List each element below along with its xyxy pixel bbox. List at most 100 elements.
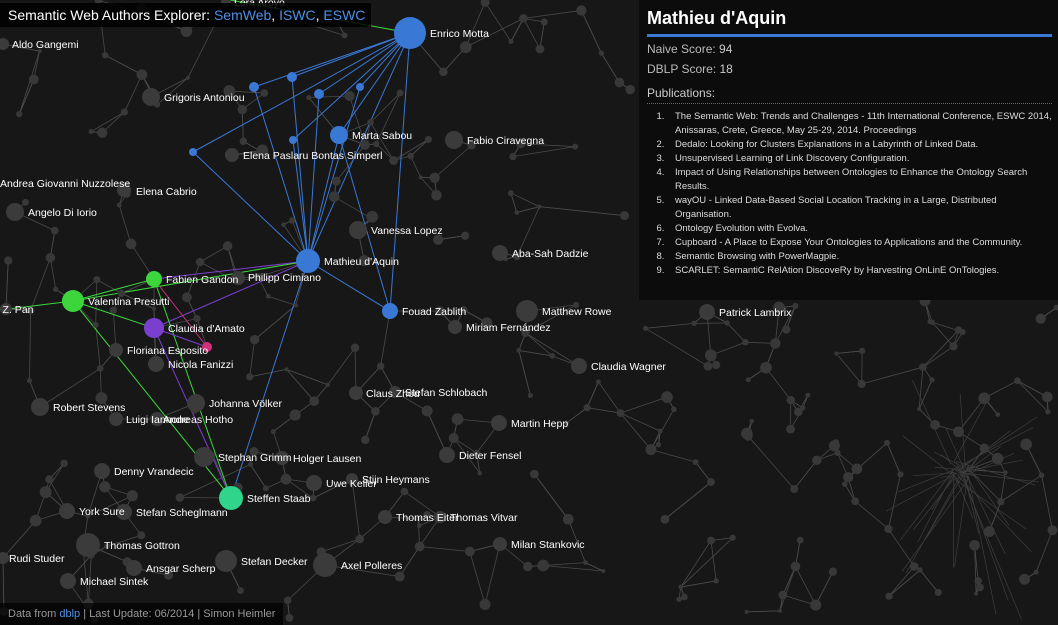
background-node[interactable]: [309, 494, 317, 502]
background-node[interactable]: [929, 377, 935, 383]
author-node-hotho[interactable]: [150, 412, 164, 426]
author-label-sure[interactable]: York Sure: [79, 506, 125, 518]
background-node[interactable]: [358, 255, 370, 267]
author-node-pan[interactable]: [0, 303, 12, 315]
background-node[interactable]: [793, 407, 803, 417]
background-node[interactable]: [467, 141, 476, 150]
background-node[interactable]: [120, 108, 129, 116]
iswc-link[interactable]: ISWC: [279, 7, 316, 23]
background-node[interactable]: [671, 406, 677, 413]
background-node[interactable]: [786, 424, 795, 434]
background-node[interactable]: [355, 534, 365, 544]
background-node[interactable]: [85, 513, 91, 519]
author-node-cimiano[interactable]: [231, 271, 245, 285]
background-node[interactable]: [773, 301, 785, 314]
background-node[interactable]: [681, 593, 688, 601]
background-node[interactable]: [805, 392, 811, 398]
author-label-cimiano[interactable]: Philipp Cimiano: [248, 272, 321, 284]
background-node[interactable]: [927, 319, 933, 325]
background-node[interactable]: [540, 18, 548, 26]
background-node[interactable]: [421, 405, 433, 417]
background-node[interactable]: [949, 342, 958, 351]
background-node[interactable]: [151, 306, 157, 311]
background-node[interactable]: [288, 217, 296, 224]
background-node[interactable]: [583, 560, 588, 566]
background-node[interactable]: [974, 591, 979, 596]
background-node[interactable]: [930, 419, 940, 430]
author-label-iannone[interactable]: Luigi Iannone: [126, 414, 189, 426]
background-node[interactable]: [564, 420, 570, 426]
background-node[interactable]: [394, 571, 405, 582]
background-node[interactable]: [479, 598, 491, 610]
background-node[interactable]: [136, 69, 148, 81]
author-node-vrandecic[interactable]: [94, 463, 110, 479]
background-node[interactable]: [50, 226, 59, 235]
background-node[interactable]: [237, 104, 247, 115]
author-node-scherp[interactable]: [126, 560, 142, 576]
author-node-volker[interactable]: [187, 394, 205, 412]
author-node[interactable]: [289, 136, 297, 144]
background-node[interactable]: [423, 510, 431, 519]
background-node[interactable]: [712, 360, 721, 370]
background-node[interactable]: [745, 377, 751, 383]
author-node-diiorio[interactable]: [6, 203, 24, 221]
background-node[interactable]: [744, 609, 749, 614]
background-node[interactable]: [713, 578, 719, 584]
author-label-lausen[interactable]: Holger Lausen: [293, 453, 361, 465]
background-node[interactable]: [247, 461, 253, 467]
author-label-pan[interactable]: ff Z. Pan: [0, 304, 34, 316]
background-node[interactable]: [724, 320, 730, 326]
background-node[interactable]: [193, 315, 201, 323]
background-node[interactable]: [858, 347, 866, 355]
author-node-motta[interactable]: [394, 17, 426, 49]
background-node[interactable]: [26, 378, 33, 384]
background-node[interactable]: [601, 568, 606, 574]
author-node-damato[interactable]: [144, 318, 164, 338]
background-node[interactable]: [1045, 409, 1051, 415]
author-node[interactable]: [314, 89, 324, 99]
background-node[interactable]: [953, 426, 964, 438]
background-node[interactable]: [572, 301, 580, 308]
background-node[interactable]: [616, 409, 625, 418]
background-node[interactable]: [885, 592, 893, 600]
background-node[interactable]: [796, 536, 804, 544]
author-node-wagner[interactable]: [571, 358, 587, 374]
author-node-zhou[interactable]: [349, 386, 363, 400]
background-node[interactable]: [344, 90, 355, 102]
background-node[interactable]: [367, 119, 374, 126]
background-node[interactable]: [851, 497, 860, 506]
background-node[interactable]: [283, 596, 292, 605]
author-node-fensel[interactable]: [439, 447, 455, 463]
background-node[interactable]: [222, 241, 233, 251]
background-node[interactable]: [350, 343, 360, 353]
background-node[interactable]: [429, 172, 440, 183]
background-node[interactable]: [262, 485, 269, 492]
author-label-studer[interactable]: Rudi Studer: [9, 553, 65, 565]
background-node[interactable]: [137, 531, 146, 540]
background-node[interactable]: [260, 89, 269, 97]
background-node[interactable]: [448, 432, 459, 444]
background-node[interactable]: [919, 363, 927, 372]
author-label-heymans[interactable]: Stijn Heymans: [362, 474, 430, 486]
background-node[interactable]: [1042, 391, 1053, 403]
background-node[interactable]: [790, 485, 799, 494]
background-node[interactable]: [979, 443, 989, 453]
author-node-lopez[interactable]: [349, 221, 367, 239]
background-node[interactable]: [884, 524, 893, 534]
background-node[interactable]: [777, 608, 783, 613]
background-node[interactable]: [280, 473, 292, 485]
author-label-schlobach[interactable]: Stefan Schlobach: [405, 387, 487, 399]
background-node[interactable]: [917, 406, 922, 412]
background-node[interactable]: [983, 525, 995, 538]
background-node[interactable]: [530, 469, 539, 479]
author-label-schegl[interactable]: Stefan Scheglmann: [136, 507, 228, 519]
background-node[interactable]: [828, 440, 840, 452]
background-node[interactable]: [223, 85, 236, 97]
author-label-grimm[interactable]: Stephan Grimm: [218, 452, 292, 464]
background-node[interactable]: [270, 429, 276, 435]
background-node[interactable]: [959, 329, 966, 336]
author-node-schlobach[interactable]: [389, 386, 401, 398]
author-node-zablith[interactable]: [382, 303, 398, 319]
background-node[interactable]: [917, 567, 923, 573]
background-node[interactable]: [481, 317, 493, 329]
